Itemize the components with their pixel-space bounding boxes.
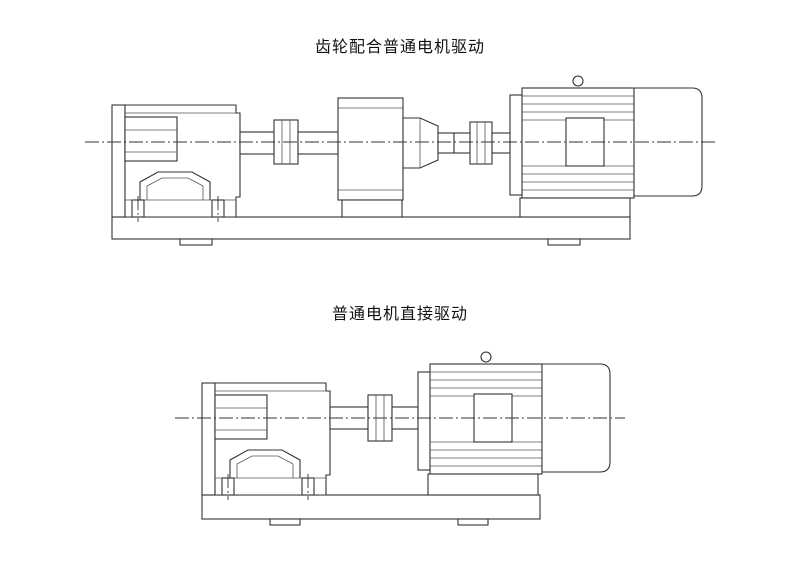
- pump-body: [111, 104, 241, 222]
- base-plate: [111, 216, 631, 246]
- electric-motor: [509, 75, 703, 218]
- electric-motor: [417, 351, 611, 496]
- pump-body: [201, 382, 331, 500]
- gear-reducer: [337, 97, 455, 218]
- base-plate: [201, 494, 541, 526]
- coupling-2: [453, 121, 511, 165]
- diagram-title-direct-motor-drive: 普通电机直接驱动: [331, 304, 468, 323]
- diagram-title-gear-motor-drive: 齿轮配合普通电机驱动: [314, 37, 485, 56]
- direct-motor-drive-assembly: [175, 351, 625, 526]
- gear-motor-drive-assembly: [85, 75, 715, 246]
